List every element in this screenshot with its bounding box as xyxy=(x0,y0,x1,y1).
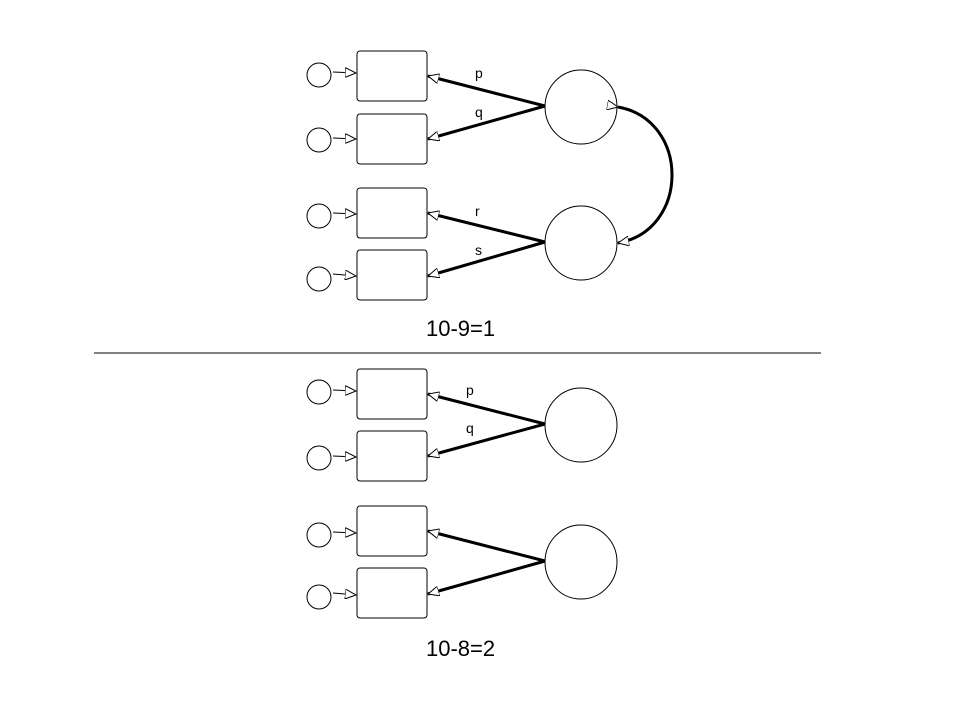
factor-covariance-arc xyxy=(618,107,674,243)
error-circle xyxy=(306,379,332,405)
latent-factor-circle xyxy=(544,205,618,281)
error-arrow xyxy=(332,456,356,457)
latent-factor-circle xyxy=(544,387,618,463)
latent-factor-circle xyxy=(544,524,618,600)
degrees-of-freedom-equation: 10-8=2 xyxy=(426,636,495,661)
loading-path xyxy=(428,422,546,456)
loading-path xyxy=(428,104,546,139)
bottom-model: p q 10-8=2 xyxy=(306,368,618,661)
path-label-r: r xyxy=(475,203,480,219)
path-label-q: q xyxy=(475,104,483,120)
error-circle xyxy=(306,62,332,88)
error-arrow xyxy=(332,532,356,533)
error-circle xyxy=(306,445,332,471)
loading-path xyxy=(428,76,546,108)
indicator-box xyxy=(356,113,428,165)
error-arrow xyxy=(332,72,356,73)
error-arrow xyxy=(332,390,356,391)
path-label-s: s xyxy=(475,242,482,258)
error-arrow xyxy=(332,213,356,214)
path-label-p: p xyxy=(466,382,474,398)
degrees-of-freedom-equation: 10-9=1 xyxy=(426,316,495,341)
error-circle xyxy=(306,522,332,548)
indicator-box xyxy=(356,187,428,239)
error-circle xyxy=(306,127,332,153)
error-arrow xyxy=(332,274,356,276)
latent-factor-circle xyxy=(544,69,618,145)
loading-path xyxy=(428,213,546,244)
loading-path xyxy=(428,559,546,594)
error-circle xyxy=(306,266,332,292)
indicator-box xyxy=(356,505,428,557)
loading-path xyxy=(428,531,546,563)
indicator-box xyxy=(356,249,428,301)
error-circle xyxy=(306,584,332,610)
indicator-box xyxy=(356,567,428,619)
indicator-box xyxy=(356,368,428,420)
indicator-box xyxy=(356,430,428,482)
loading-path xyxy=(428,394,546,426)
indicator-box xyxy=(356,50,428,102)
top-model: p q r s 10-9=1 xyxy=(306,50,674,341)
path-label-q: q xyxy=(466,420,474,436)
path-label-p: p xyxy=(475,65,483,81)
error-circle xyxy=(306,203,332,229)
error-arrow xyxy=(332,593,356,595)
loading-path xyxy=(428,240,546,276)
error-arrow xyxy=(332,138,356,139)
